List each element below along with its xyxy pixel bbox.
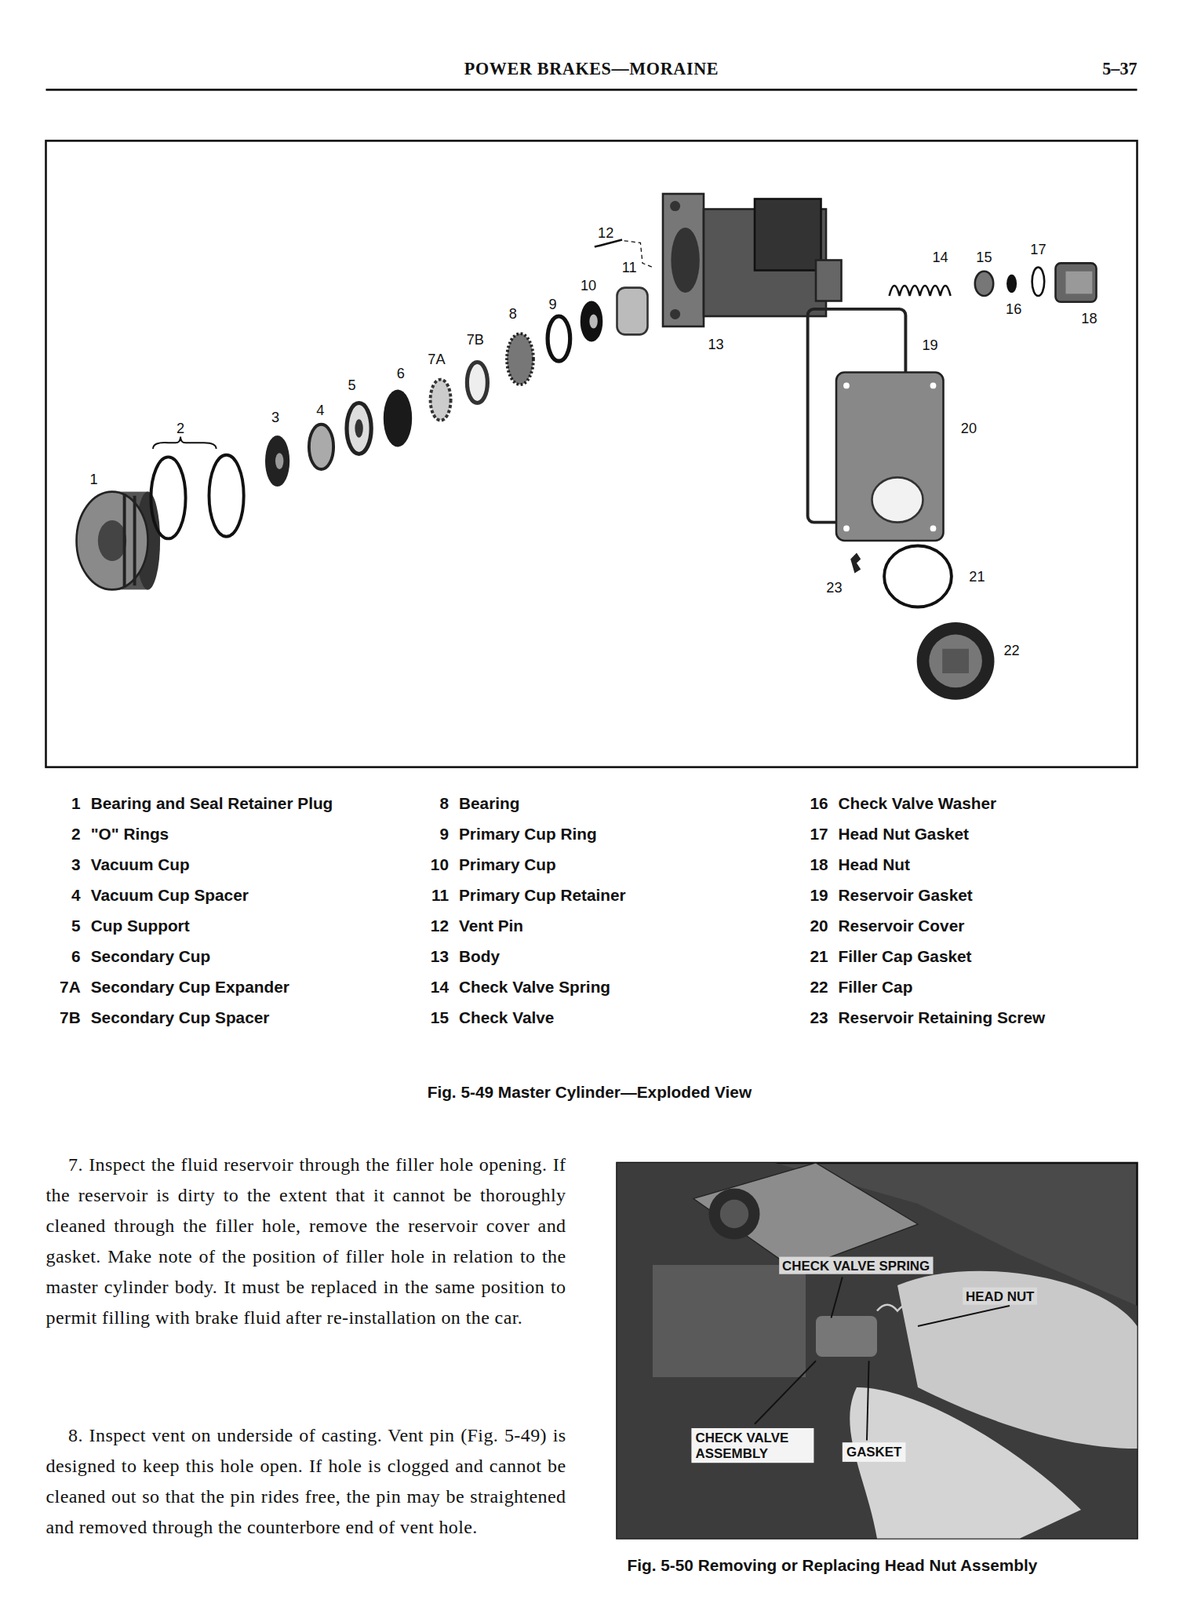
callout-number: 19 [921,336,938,354]
body-paragraph: 8. Inspect vent on underside of casting.… [45,1419,566,1543]
part-number: 13 [414,947,449,966]
part-name: Bearing [458,794,520,813]
part-number: 7B [45,1008,81,1027]
part-number: 16 [793,794,828,813]
part-number: 20 [793,917,828,936]
part-name: Vacuum Cup [91,855,190,874]
part-number: 7A [45,978,81,997]
photo-label: GASKET [842,1441,907,1462]
part-number: 14 [414,978,449,997]
part-number: 18 [793,855,828,874]
part-number: 15 [414,1008,449,1027]
callout-number: 7A [427,350,445,368]
o-ring [150,456,186,539]
part-name: Reservoir Retaining Screw [838,1008,1046,1027]
cup-stack [265,240,653,488]
callout-number: 8 [509,305,517,322]
part-name: Vent Pin [458,917,524,936]
header-rule [45,88,1137,91]
running-header: POWER BRAKES—MORAINE [464,58,719,80]
part-name: Check Valve Washer [838,794,998,813]
part-name: Filler Cap Gasket [838,947,972,966]
part-name: Secondary Cup Spacer [91,1008,270,1027]
callout-number: 5 [347,376,356,394]
part-number: 21 [793,947,828,966]
callout-number: 15 [975,248,992,266]
cylinder-body [662,193,842,327]
callout-number: 20 [960,420,977,437]
callout-number: 7B [466,331,485,348]
screw [850,553,861,574]
part-name: Check Valve [458,1008,554,1027]
callout-number: 22 [1003,641,1020,659]
part-number: 2 [45,825,81,844]
part-name: Head Nut Gasket [838,825,969,844]
callout-number: 12 [597,224,614,241]
part-number: 17 [793,825,828,844]
part-name: Check Valve Spring [458,978,611,997]
photo-label: CHECK VALVE SPRING [778,1256,933,1274]
part-name: "O" Rings [91,825,169,844]
callout-number: 21 [968,567,985,585]
callout-number: 17 [1030,240,1046,258]
part-number: 11 [414,886,449,905]
part-name: Bearing and Seal Retainer Plug [91,794,334,813]
filler-cap [917,622,995,700]
callout-number: 23 [826,578,842,596]
callout-number: 9 [549,295,557,313]
callout-number: 4 [316,401,324,419]
part-name: Filler Cap [838,978,914,997]
callout-number: 3 [271,408,280,426]
bracket [152,436,217,449]
part-number: 6 [45,947,81,966]
part-name: Primary Cup Retainer [458,886,627,905]
part-number: 23 [793,1008,828,1027]
callout-number: 11 [622,258,637,276]
part-name: Reservoir Gasket [838,886,973,905]
part-name: Primary Cup [458,855,557,874]
part-name: Primary Cup Ring [458,825,597,844]
body-paragraph: 7. Inspect the fluid reservoir through t… [45,1149,566,1333]
reservoir-cover [836,371,944,541]
figure-caption: Fig. 5-49 Master Cylinder—Exploded View [427,1083,752,1102]
part-name: Head Nut [838,855,910,874]
part-name: Cup Support [91,917,190,936]
callout-number: 18 [1081,309,1097,327]
part-name: Reservoir Cover [838,917,965,936]
part-number: 3 [45,855,81,874]
part-name: Vacuum Cup Spacer [91,886,249,905]
check-valve-parts [889,262,1097,302]
filler-gasket [884,546,952,608]
part-number: 5 [45,917,81,936]
page-number: 5–37 [1102,58,1137,80]
callout-number: 13 [707,335,724,353]
part-name: Secondary Cup [91,947,212,966]
callout-number: 14 [931,248,948,266]
o-ring [209,455,244,537]
part-number: 12 [414,917,449,936]
part-number: 22 [793,978,828,997]
figure-frame [45,140,1137,767]
callout-number: 16 [1005,301,1022,318]
callout-number: 10 [580,277,597,295]
part-number: 9 [414,825,449,844]
part-number: 4 [45,886,81,905]
callout-number: 1 [90,471,99,488]
callout-number: 6 [396,364,405,382]
retainer-plug [76,491,161,590]
part-number: 10 [414,855,449,874]
part-number: 8 [414,794,449,813]
part-number: 19 [793,886,828,905]
photo-label: CHECK VALVE ASSEMBLY [691,1427,814,1463]
callout-number: 2 [176,420,185,437]
photo [617,1162,1138,1538]
part-number: 1 [45,794,81,813]
part-name: Secondary Cup Expander [91,978,290,997]
photo-label: HEAD NUT [962,1287,1038,1305]
part-name: Body [458,947,500,966]
figure-caption: Fig. 5-50 Removing or Replacing Head Nut… [627,1556,1038,1575]
